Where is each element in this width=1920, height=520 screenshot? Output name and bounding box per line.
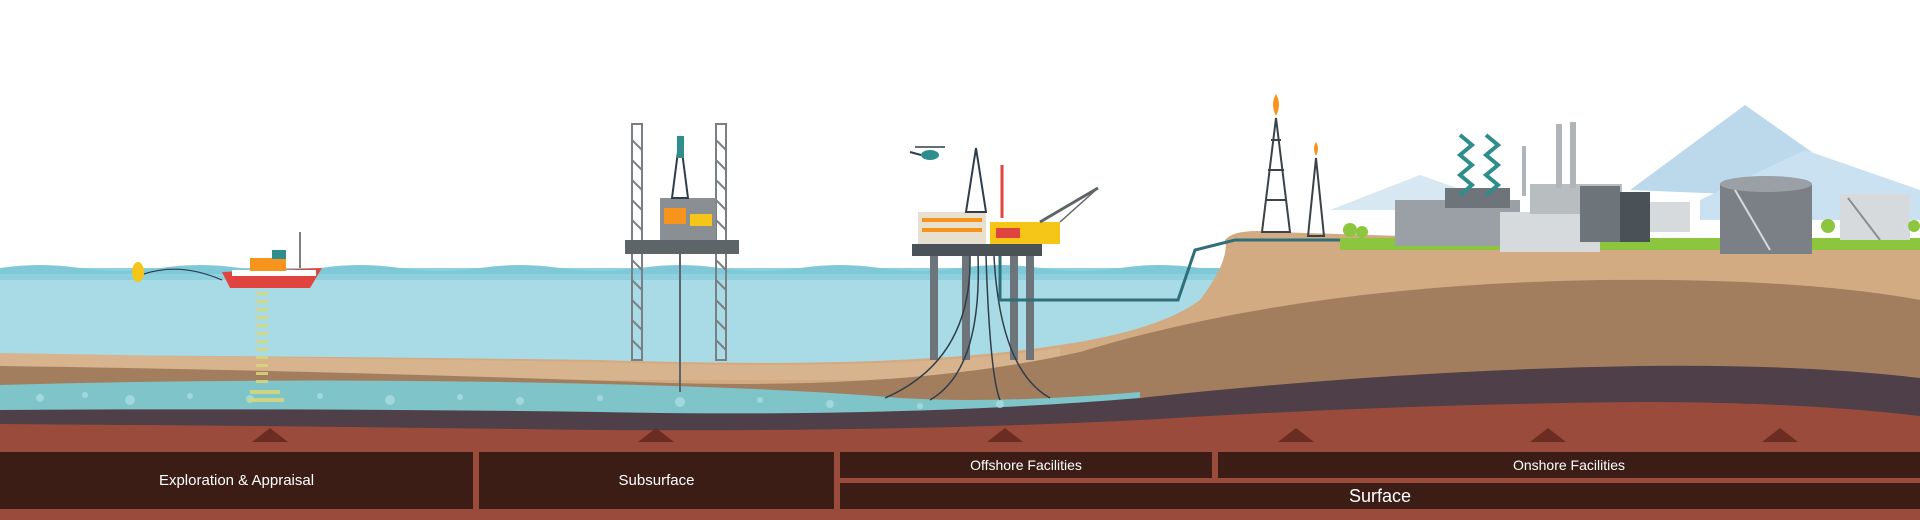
helicopter-icon [910,147,945,160]
surface-label: Surface [840,483,1920,509]
onshore-derricks-icon [1262,94,1324,236]
subsurface-label: Subsurface [479,452,834,509]
offshore-label: Offshore Facilities [840,452,1212,478]
base-strip [0,509,1920,520]
exploration-label: Exploration & Appraisal [0,452,473,509]
onshore-label: Onshore Facilities [1218,452,1920,478]
